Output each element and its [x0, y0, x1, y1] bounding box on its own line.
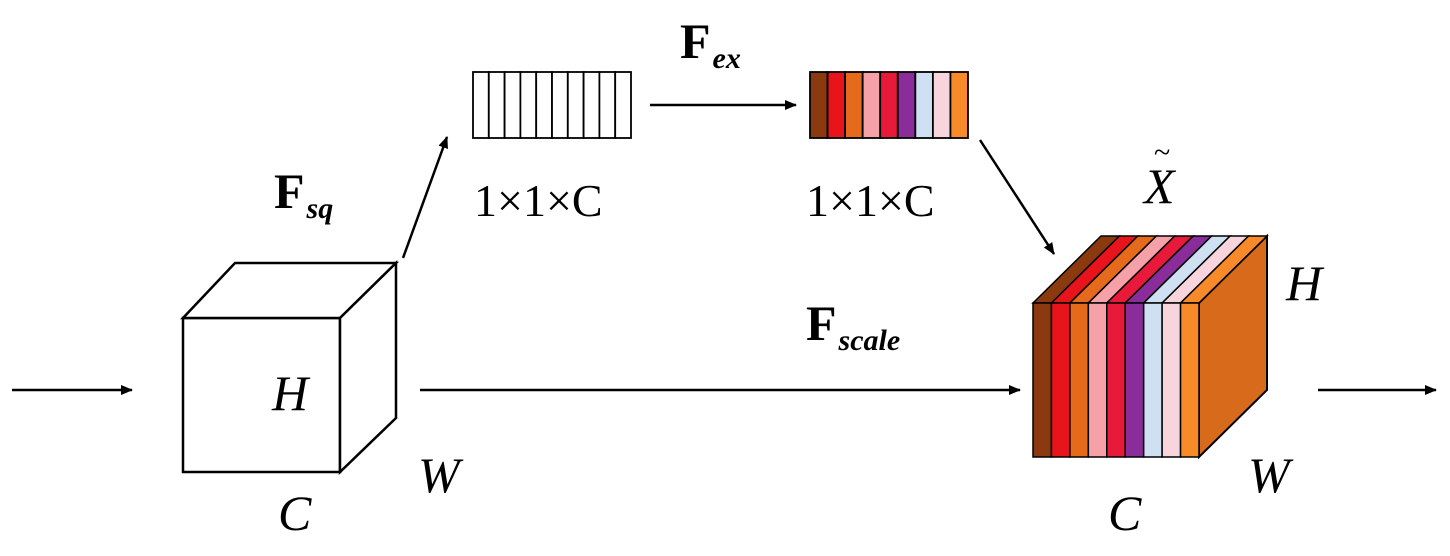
excitation-cell	[896, 71, 917, 139]
excitation-cell	[914, 71, 934, 139]
squeeze-cell	[472, 71, 490, 139]
output-c-label: C	[1108, 485, 1142, 541]
excitation-cell	[931, 71, 952, 139]
squeeze-cell	[566, 71, 585, 139]
squeeze-cell	[535, 71, 553, 139]
squeeze-cell	[519, 71, 538, 139]
squeeze-cell	[598, 71, 617, 139]
excitation-cell	[844, 71, 864, 139]
squeeze-cell	[487, 71, 506, 139]
output-w-label: W	[1248, 447, 1294, 503]
output-slice-front	[1161, 302, 1182, 458]
squeeze-dimension-label: 1×1×C	[474, 175, 603, 226]
output-h-label: H	[1285, 255, 1325, 311]
output-slice-front	[1142, 302, 1163, 458]
output-slice-front	[1106, 302, 1126, 458]
squeeze-cell	[614, 71, 632, 139]
squeeze-vector	[472, 71, 632, 139]
excitation-dimension-label: 1×1×C	[806, 175, 935, 226]
scale-input-arrow	[978, 139, 1056, 255]
input-feature-cube	[180, 260, 400, 475]
output-slice-front	[1050, 302, 1071, 458]
squeeze-cell	[551, 71, 569, 139]
excitation-cell	[879, 71, 899, 139]
f-scale-label: Fscale	[806, 295, 900, 357]
squeeze-cell	[582, 71, 601, 139]
squeeze-arrow	[401, 136, 449, 259]
output-slice-front	[1124, 302, 1145, 458]
output-slice-front	[1032, 302, 1053, 458]
output-tilde: ~	[1154, 136, 1170, 169]
input-c-label: C	[278, 485, 312, 541]
excitation-vector	[809, 71, 969, 139]
output-slice-front	[1069, 302, 1090, 458]
excitation-cell	[861, 71, 882, 139]
squeeze-cell	[503, 71, 522, 139]
input-w-label: W	[418, 447, 464, 503]
excitation-cell	[949, 71, 969, 139]
output-x-label: X	[1142, 158, 1177, 214]
output-feature-cube	[1031, 233, 1269, 460]
f-sq-label: Fsq	[274, 163, 333, 225]
output-slice-front	[1179, 302, 1200, 458]
input-h-label: H	[271, 365, 311, 421]
excitation-cell	[826, 71, 847, 139]
output-slice-front	[1087, 302, 1108, 458]
f-ex-label: Fex	[680, 13, 741, 75]
excitation-cell	[809, 71, 829, 139]
